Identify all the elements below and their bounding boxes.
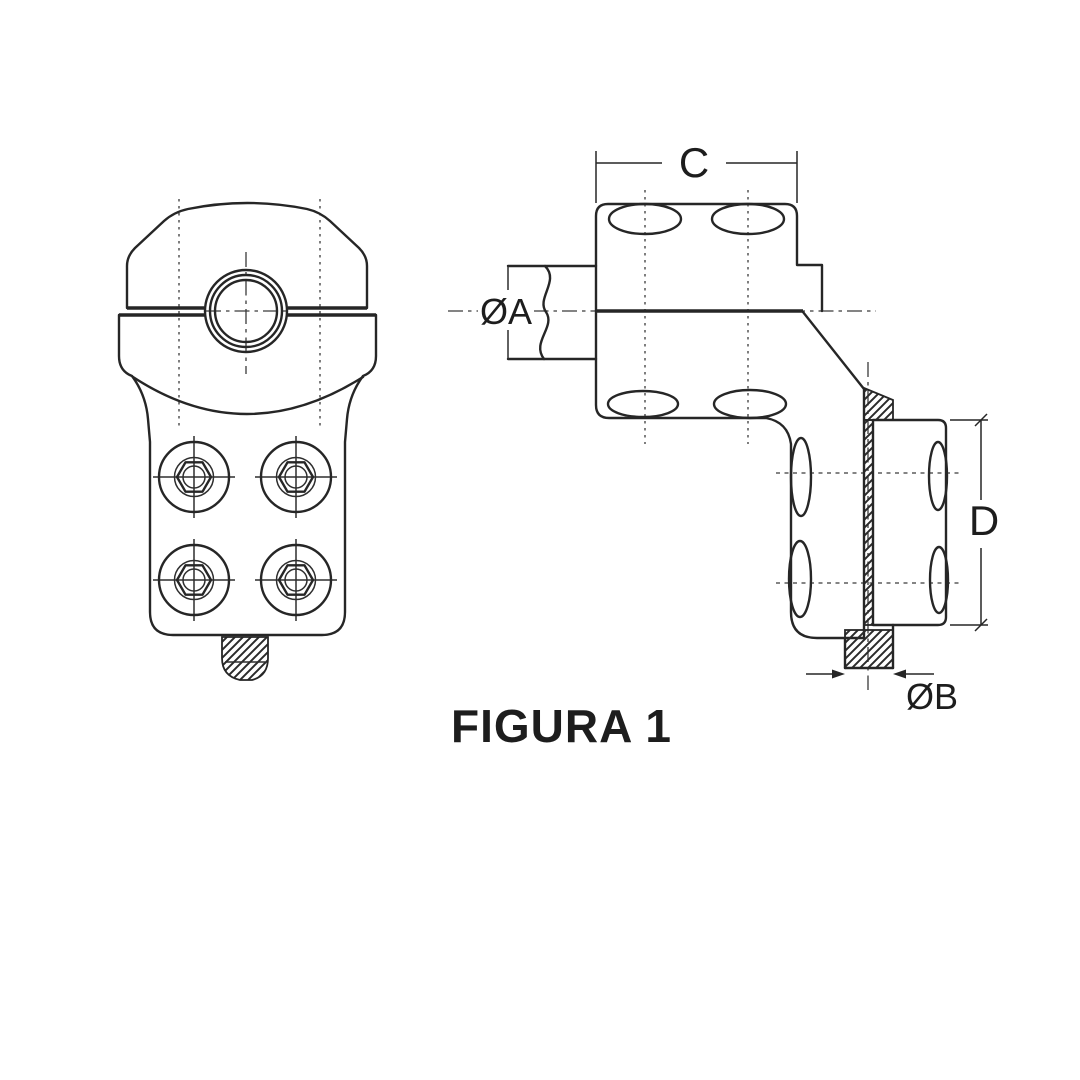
figure-caption: FIGURA 1 xyxy=(451,700,672,752)
dimension-dia-b: ØB xyxy=(806,669,958,717)
front-view xyxy=(117,199,378,681)
bolt-boss xyxy=(253,537,339,623)
upper-block-top-half xyxy=(594,202,824,313)
groove-opening xyxy=(787,539,813,619)
right-block xyxy=(871,418,948,627)
groove-opening xyxy=(607,202,683,236)
conductor-hole xyxy=(203,268,289,354)
stud-section xyxy=(843,386,895,670)
dim-label-d: D xyxy=(969,497,999,544)
groove-opening xyxy=(606,389,680,419)
bolt-boss xyxy=(151,537,237,623)
dim-label-dia-b: ØB xyxy=(906,676,958,717)
dimension-dia-a: ØA xyxy=(478,290,534,332)
bottom-stud xyxy=(221,636,269,681)
dim-label-dia-a: ØA xyxy=(480,291,532,332)
conductor-cylinder xyxy=(506,264,598,361)
lower-body-elbow xyxy=(594,309,866,640)
groove-opening xyxy=(712,388,788,420)
groove-opening xyxy=(928,545,950,615)
body-shoulder-arc xyxy=(131,375,365,416)
clamp-body-outline xyxy=(117,313,378,637)
groove-opening xyxy=(710,202,786,236)
break-line xyxy=(538,264,552,361)
label-mask xyxy=(478,290,534,330)
bolt-boss xyxy=(253,434,339,520)
clamp-split-lines xyxy=(119,306,376,317)
clamp-cap-outline xyxy=(125,201,369,310)
side-view: C ØA D ØB xyxy=(448,139,999,717)
dimension-c: C xyxy=(595,139,798,203)
dim-label-c: C xyxy=(679,139,709,186)
groove-opening xyxy=(927,440,949,512)
bolt-boss xyxy=(151,434,237,520)
dimension-d: D xyxy=(950,413,999,632)
groove-opening xyxy=(789,436,813,518)
